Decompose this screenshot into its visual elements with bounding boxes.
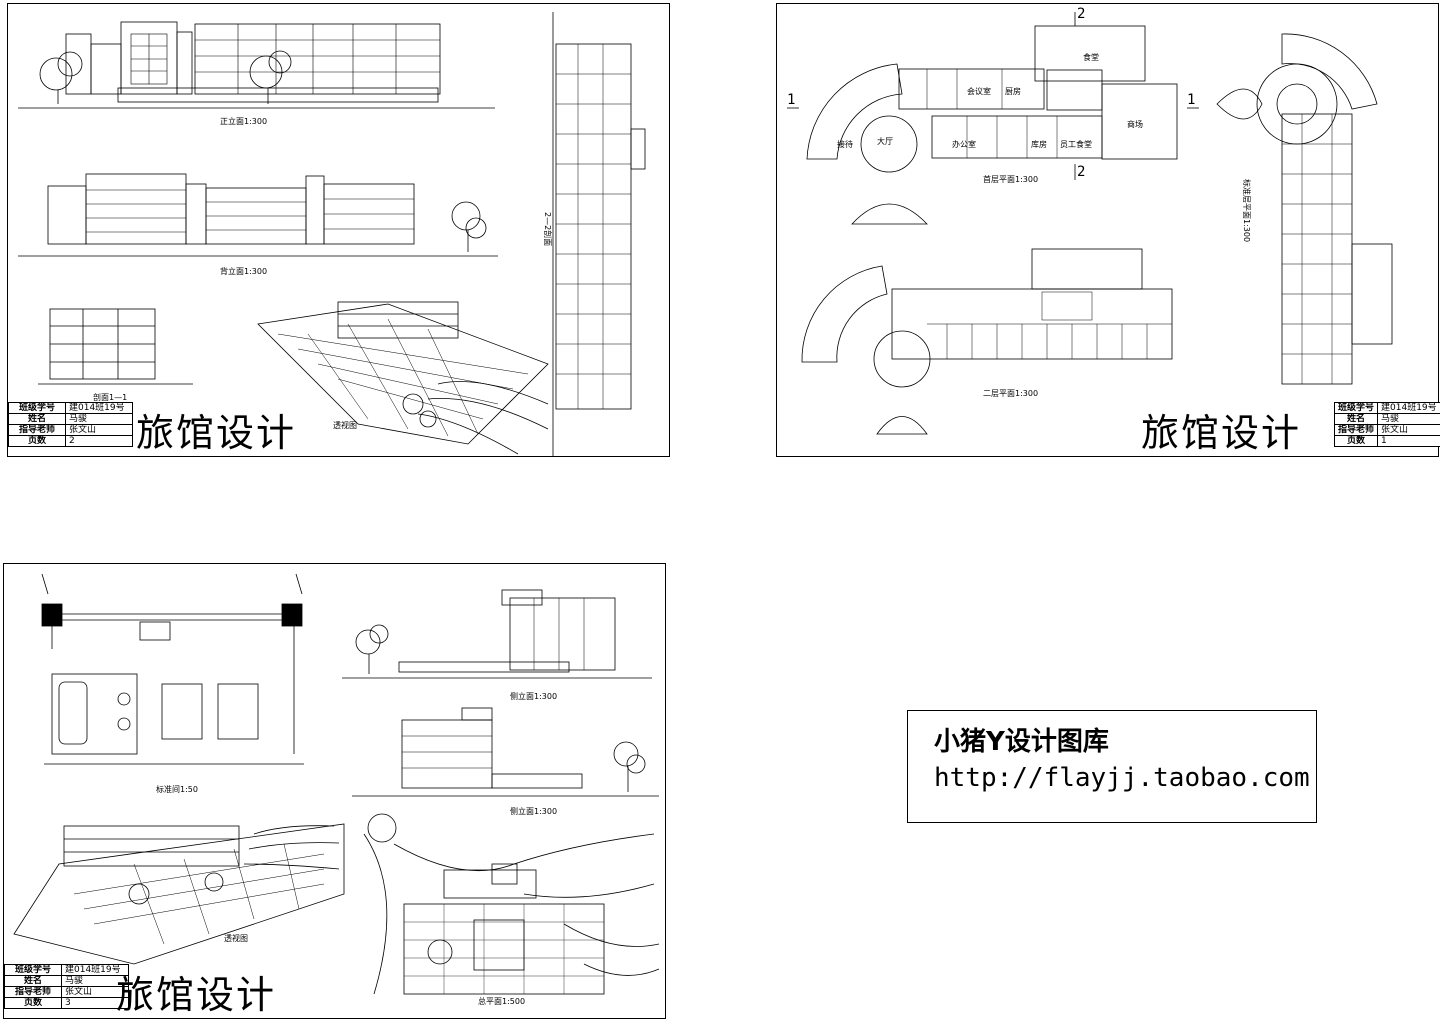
title-block-teacher-label: 指导老师 <box>1333 424 1379 436</box>
elevations-drawing <box>18 12 646 456</box>
sheet-details: 标准间1:50 侧立面1:300 侧立面1:300 透视图 总平面1:500 班… <box>3 563 666 1019</box>
room-label: 员工食堂 <box>1060 140 1092 149</box>
sheet-title: 旅馆设计 <box>116 973 277 1017</box>
plans-drawing <box>787 12 1393 435</box>
sheet-plans: 1 1 2 2 食堂 厨房 商场 接待 大厅 办公室 会议室 库房 员工食堂 首… <box>776 3 1440 457</box>
section-mark-1-right: 1 <box>1187 92 1196 108</box>
title-block-page-label: 页数 <box>4 997 62 1009</box>
caption-side-section: 2—2剖面 <box>543 212 552 247</box>
section-mark-2-top: 2 <box>1077 6 1086 22</box>
title-block-page-label: 页数 <box>1333 435 1379 447</box>
caption-second-floor: 二层平面1:300 <box>983 389 1039 398</box>
caption-ground-floor: 首层平面1:300 <box>983 175 1039 184</box>
caption-side-elevation-2: 侧立面1:300 <box>510 807 558 816</box>
title-block-class-value: 建014班19号 <box>1377 402 1440 414</box>
caption-side-elevation-1: 侧立面1:300 <box>510 692 558 701</box>
section-mark-1-left: 1 <box>787 92 796 108</box>
room-label: 办公室 <box>952 140 976 149</box>
title-block-page-value: 2 <box>65 435 133 447</box>
title-block-class-value: 建014班19号 <box>65 402 133 414</box>
library-banner: 小猪Y设计图库 http://flayjj.taobao.com <box>907 710 1317 823</box>
room-label: 商场 <box>1127 120 1143 129</box>
title-block-page-value: 3 <box>61 997 129 1009</box>
room-label: 食堂 <box>1083 53 1099 62</box>
sheet-title: 旅馆设计 <box>136 411 297 455</box>
room-label: 库房 <box>1031 140 1047 149</box>
title-block-class-label: 班级学号 <box>4 964 62 976</box>
title-block-page-value: 1 <box>1377 435 1440 447</box>
room-label: 会议室 <box>967 87 991 96</box>
title-block-name-label: 姓名 <box>4 975 62 987</box>
caption-section: 剖面1—1 <box>93 393 128 402</box>
details-drawing <box>13 573 660 995</box>
caption-front-elevation: 正立面1:300 <box>220 117 268 126</box>
sheet-title: 旅馆设计 <box>1141 411 1302 455</box>
title-block-teacher-label: 指导老师 <box>8 424 66 436</box>
title-block-teacher-value: 张文山 <box>65 424 133 436</box>
caption-standard-floor: 标准层平面1:300 <box>1242 179 1251 243</box>
room-label: 厨房 <box>1005 87 1021 96</box>
caption-perspective: 透视图 <box>333 421 357 430</box>
title-block-teacher-label: 指导老师 <box>4 986 62 998</box>
room-label: 接待 <box>837 140 853 149</box>
room-label: 大厅 <box>877 137 893 146</box>
library-name: 小猪Y设计图库 <box>934 727 1109 757</box>
title-block-teacher-value: 张文山 <box>1377 424 1440 436</box>
caption-back-elevation: 背立面1:300 <box>220 267 268 276</box>
section-mark-2-bottom: 2 <box>1077 164 1086 180</box>
caption-standard-room: 标准间1:50 <box>156 785 198 794</box>
caption-site-plan: 总平面1:500 <box>478 997 526 1006</box>
title-block-page-label: 页数 <box>8 435 66 447</box>
title-block-name-value: 马骏 <box>65 413 133 425</box>
sheet-elevations: 正立面1:300 背立面1:300 剖面1—1 透视图 2—2剖面 班级学号建0… <box>7 3 670 457</box>
caption-perspective: 透视图 <box>224 934 248 943</box>
title-block-name-label: 姓名 <box>8 413 66 425</box>
title-block-name-label: 姓名 <box>1333 413 1379 425</box>
library-url[interactable]: http://flayjj.taobao.com <box>934 763 1310 793</box>
title-block-class-label: 班级学号 <box>1333 402 1379 414</box>
title-block-class-label: 班级学号 <box>8 402 66 414</box>
title-block-name-value: 马骏 <box>1377 413 1440 425</box>
